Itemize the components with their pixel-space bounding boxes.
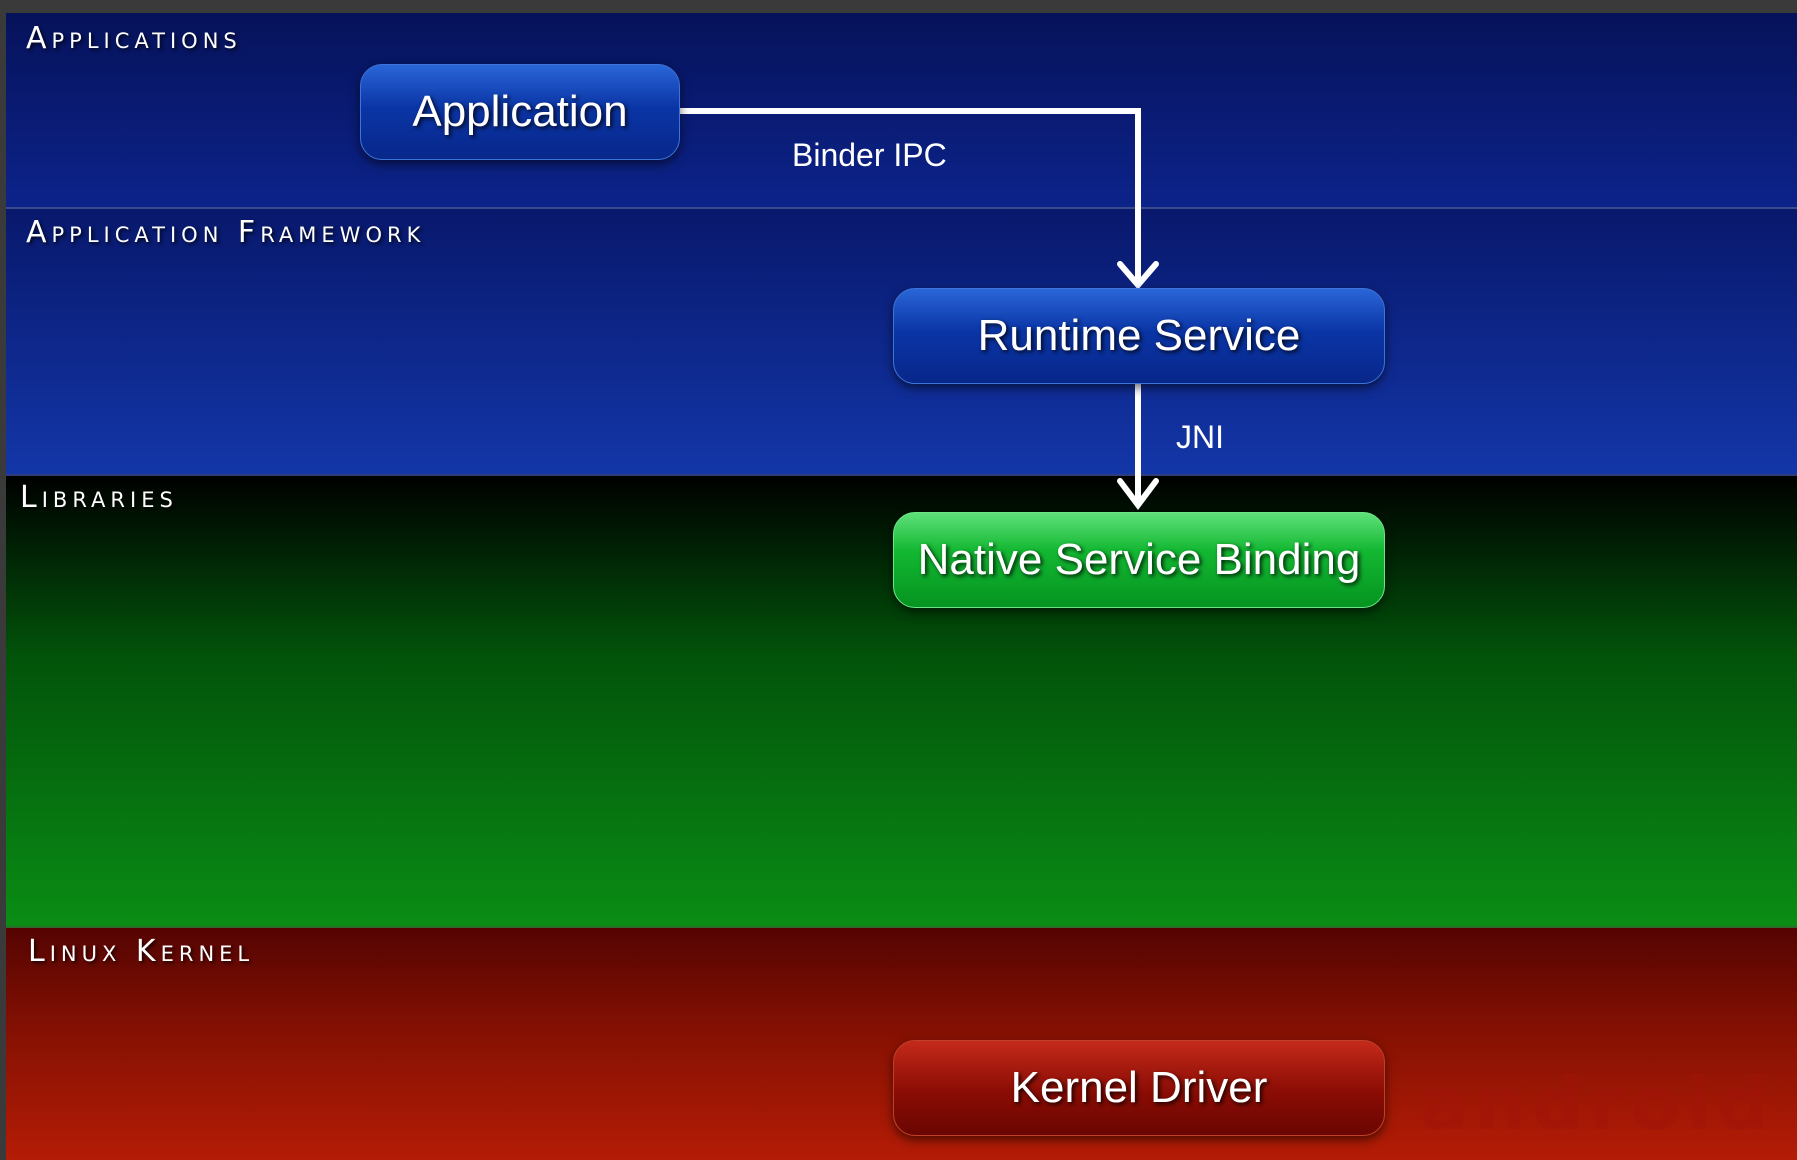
- application-framework-layer-title: Application Framework: [26, 215, 426, 250]
- jni-arrowhead: [1117, 478, 1159, 510]
- binder-ipc-arrowhead: [1117, 261, 1159, 290]
- runtime-service-box: Runtime Service: [893, 288, 1385, 384]
- native-service-binding-box-label: Native Service Binding: [917, 535, 1361, 584]
- binder-ipc-label: Binder IPC: [792, 137, 947, 173]
- applications-layer-title: Applications: [26, 21, 242, 56]
- android-watermark: android: [1420, 1062, 1775, 1146]
- runtime-service-box-label: Runtime Service: [977, 311, 1301, 360]
- application-box-label: Application: [412, 87, 628, 136]
- native-service-binding-box: Native Service Binding: [893, 512, 1385, 608]
- libraries-layer-title: Libraries: [20, 480, 178, 515]
- application-box: Application: [360, 64, 680, 160]
- kernel-driver-box: Kernel Driver: [893, 1040, 1385, 1136]
- kernel-driver-box-label: Kernel Driver: [1010, 1063, 1268, 1112]
- jni-label: JNI: [1176, 419, 1224, 455]
- linux-kernel-layer-title: Linux Kernel: [28, 934, 255, 969]
- binder-ipc-arrow: [676, 108, 1141, 285]
